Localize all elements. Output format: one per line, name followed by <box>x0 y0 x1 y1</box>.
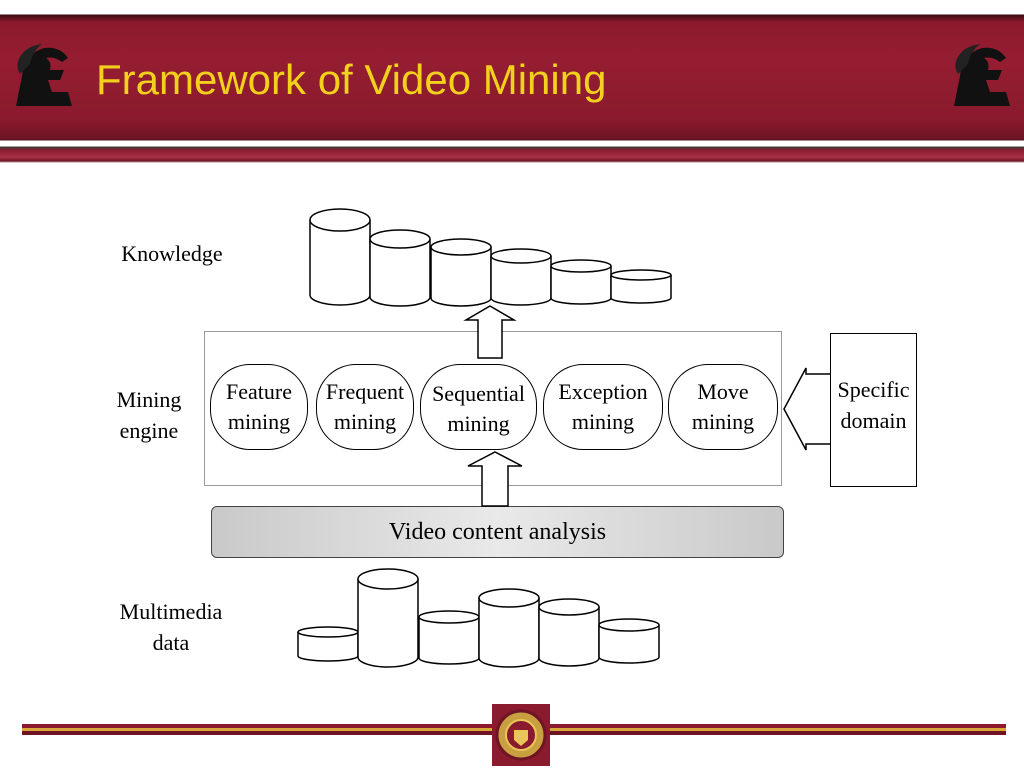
feature-mining-node: Feature mining <box>210 364 308 450</box>
exception-mining-node: Exception mining <box>543 364 663 450</box>
video-content-analysis-bar: Video content analysis <box>211 506 784 558</box>
knowledge-label-text: Knowledge <box>121 241 223 266</box>
move-mining-node: Move mining <box>668 364 778 450</box>
node-label-line2: mining <box>571 409 635 434</box>
slide-title: Framework of Video Mining <box>96 56 607 103</box>
multimedia-line2: data <box>152 630 190 655</box>
trojan-helmet-icon <box>16 44 72 106</box>
frequent-mining-node: Frequent mining <box>316 364 414 450</box>
knowledge-cylinder <box>309 208 371 306</box>
node-label-line1: Move <box>697 379 749 404</box>
trojan-helmet-icon <box>954 44 1010 106</box>
sequential-mining-node: Sequential mining <box>420 364 537 450</box>
node-label-line1: Sequential <box>432 381 525 406</box>
multimedia-cylinder <box>297 626 359 662</box>
university-seal-icon <box>492 704 550 766</box>
header-banner <box>0 0 1024 165</box>
knowledge-cylinder <box>490 248 552 306</box>
analysis-label: Video content analysis <box>388 518 607 545</box>
mining-engine-line2: engine <box>119 418 179 443</box>
node-label-line2: mining <box>447 411 510 436</box>
multimedia-data-label: Multimedia data <box>106 596 236 658</box>
knowledge-label: Knowledge <box>112 238 232 269</box>
multimedia-cylinder <box>478 588 540 668</box>
node-label-line1: Exception <box>558 379 648 404</box>
mining-engine-line1: Mining <box>116 387 182 412</box>
multimedia-cylinder <box>598 618 660 664</box>
knowledge-cylinder <box>369 229 431 307</box>
node-label-line1: Frequent <box>325 379 405 404</box>
up-arrow <box>467 451 523 507</box>
specific-domain-box: Specific domain <box>830 333 917 487</box>
left-arrow <box>783 367 830 451</box>
knowledge-cylinder <box>430 238 492 307</box>
node-label-line1: Feature <box>226 379 292 404</box>
node-label-line2: mining <box>227 409 291 434</box>
knowledge-cylinder <box>550 259 612 305</box>
knowledge-cylinder <box>610 269 672 304</box>
multimedia-cylinder <box>357 568 419 668</box>
up-arrow <box>463 305 517 359</box>
node-label-line2: mining <box>691 409 755 434</box>
domain-line1: Specific <box>837 377 910 402</box>
node-label-line2: mining <box>333 409 397 434</box>
multimedia-line1: Multimedia <box>119 599 223 624</box>
domain-line2: domain <box>840 408 907 433</box>
multimedia-cylinder <box>538 598 600 667</box>
multimedia-cylinder <box>418 610 480 665</box>
mining-engine-label: Mining engine <box>100 384 198 446</box>
